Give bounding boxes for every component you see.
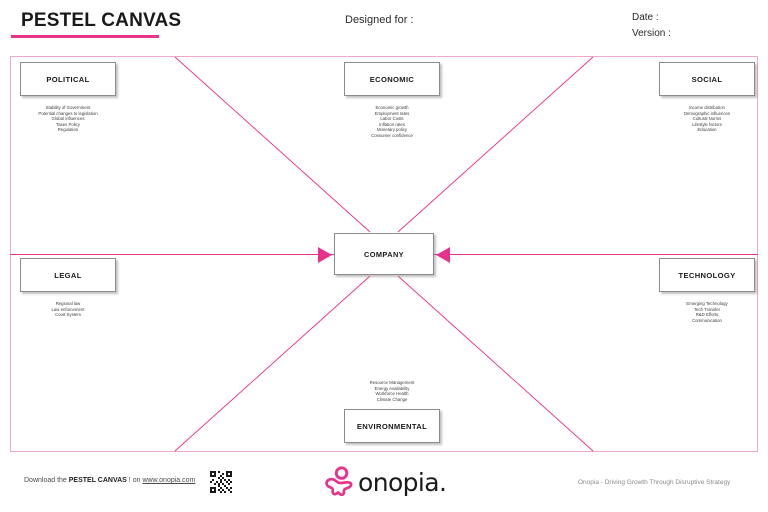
factor-legal-box[interactable]: LEGAL bbox=[20, 258, 116, 292]
date-label: Date : bbox=[632, 12, 659, 23]
download-brand: PESTEL CANVAS bbox=[68, 477, 127, 484]
factor-social[interactable]: SOCIAL Income distribution Demographic i… bbox=[659, 62, 755, 133]
list-item: Energy Availability bbox=[374, 385, 410, 391]
factor-environmental-list: Resource Management Energy Availability … bbox=[336, 380, 448, 402]
factor-political-list: Stability of Government Potential change… bbox=[20, 105, 116, 133]
title-underline bbox=[11, 35, 159, 38]
onopia-wordmark: onopia. bbox=[358, 467, 447, 497]
onopia-logo: onopia. bbox=[322, 462, 452, 502]
header: PESTEL CANVAS Designed for : Date : Vers… bbox=[0, 0, 768, 52]
factor-economic-box[interactable]: ECONOMIC bbox=[344, 62, 440, 96]
list-item: Employment rates bbox=[374, 110, 410, 116]
designed-for-label: Designed for : bbox=[345, 14, 414, 26]
list-item: Court System bbox=[54, 312, 82, 318]
list-item: Workforce Health bbox=[375, 391, 409, 397]
list-item: Communication bbox=[692, 317, 722, 323]
list-item: Potential changes to legislation bbox=[38, 110, 98, 116]
company-label: COMPANY bbox=[363, 249, 405, 259]
list-item: Cultural Norms bbox=[692, 116, 722, 122]
date-version-block: Date : Version : bbox=[632, 10, 671, 42]
list-item: Stability of Government bbox=[45, 105, 91, 110]
footer: Download the PESTEL CANVAS ! on www.onop… bbox=[0, 456, 768, 512]
list-item: Demographic influences bbox=[683, 110, 731, 116]
version-label: Version : bbox=[632, 28, 671, 39]
factor-political[interactable]: POLITICAL Stability of Government Potent… bbox=[20, 62, 116, 133]
list-item: Global influences bbox=[51, 116, 85, 122]
factor-technology-list: Emerging Technology Tech Transfer R&D Ef… bbox=[659, 301, 755, 323]
list-item: Income distribution bbox=[688, 105, 726, 110]
list-item: Resource Management bbox=[369, 380, 415, 385]
factor-environmental[interactable]: Resource Management Energy Availability … bbox=[336, 380, 448, 444]
list-item: Regional law bbox=[55, 301, 81, 306]
factor-legal-title: LEGAL bbox=[54, 270, 82, 280]
factor-social-list: Income distribution Demographic influenc… bbox=[659, 105, 755, 133]
onopia-figure-icon bbox=[325, 466, 353, 497]
download-middle: ! on bbox=[126, 477, 143, 484]
qr-code-icon[interactable] bbox=[210, 471, 232, 493]
arrow-right-icon bbox=[436, 247, 450, 263]
onopia-link[interactable]: www.onopia.com bbox=[142, 477, 196, 484]
footer-tagline: Onopia - Driving Growth Through Disrupti… bbox=[578, 479, 731, 486]
factor-economic-list: Economic growth Employment rates Labor C… bbox=[344, 105, 440, 139]
factor-economic-title: ECONOMIC bbox=[369, 74, 415, 84]
factor-political-title: POLITICAL bbox=[46, 74, 90, 84]
list-item: Education bbox=[697, 127, 717, 133]
list-item: Law enforcement bbox=[51, 306, 85, 312]
factor-technology-title: TECHNOLOGY bbox=[678, 270, 736, 280]
factor-technology[interactable]: TECHNOLOGY Emerging Technology Tech Tran… bbox=[659, 258, 755, 323]
factor-technology-box[interactable]: TECHNOLOGY bbox=[659, 258, 755, 292]
list-item: Inflation rates bbox=[379, 121, 405, 127]
factor-social-title: SOCIAL bbox=[691, 74, 723, 84]
list-item: Emerging Technology bbox=[686, 301, 728, 306]
factor-economic[interactable]: ECONOMIC Economic growth Employment rate… bbox=[344, 62, 440, 139]
factor-political-box[interactable]: POLITICAL bbox=[20, 62, 116, 96]
download-line: Download the PESTEL CANVAS ! on www.onop… bbox=[24, 477, 195, 484]
list-item: Economic growth bbox=[375, 105, 409, 110]
list-item: Tech Transfer bbox=[693, 306, 721, 312]
factor-legal[interactable]: LEGAL Regional law Law enforcement Court… bbox=[20, 258, 116, 318]
list-item: R&D Efforts bbox=[695, 312, 719, 318]
list-item: Consumer confidence bbox=[371, 132, 413, 138]
list-item: Monetary policy bbox=[376, 127, 408, 133]
company-box[interactable]: COMPANY bbox=[334, 233, 434, 275]
list-item: Taxes Policy bbox=[56, 121, 80, 127]
list-item: Regulation bbox=[57, 127, 79, 133]
list-item: Climate Change bbox=[376, 396, 408, 402]
factor-legal-list: Regional law Law enforcement Court Syste… bbox=[20, 301, 116, 318]
factor-environmental-title: ENVIRONMENTAL bbox=[356, 421, 428, 431]
list-item: Lifestyle factors bbox=[692, 121, 722, 127]
download-prefix: Download the bbox=[24, 477, 69, 484]
list-item: Labor Costs bbox=[380, 116, 404, 122]
factor-environmental-box[interactable]: ENVIRONMENTAL bbox=[344, 409, 440, 444]
factor-social-box[interactable]: SOCIAL bbox=[659, 62, 755, 96]
page-title: PESTEL CANVAS bbox=[21, 10, 182, 31]
arrow-left-icon bbox=[318, 247, 332, 263]
